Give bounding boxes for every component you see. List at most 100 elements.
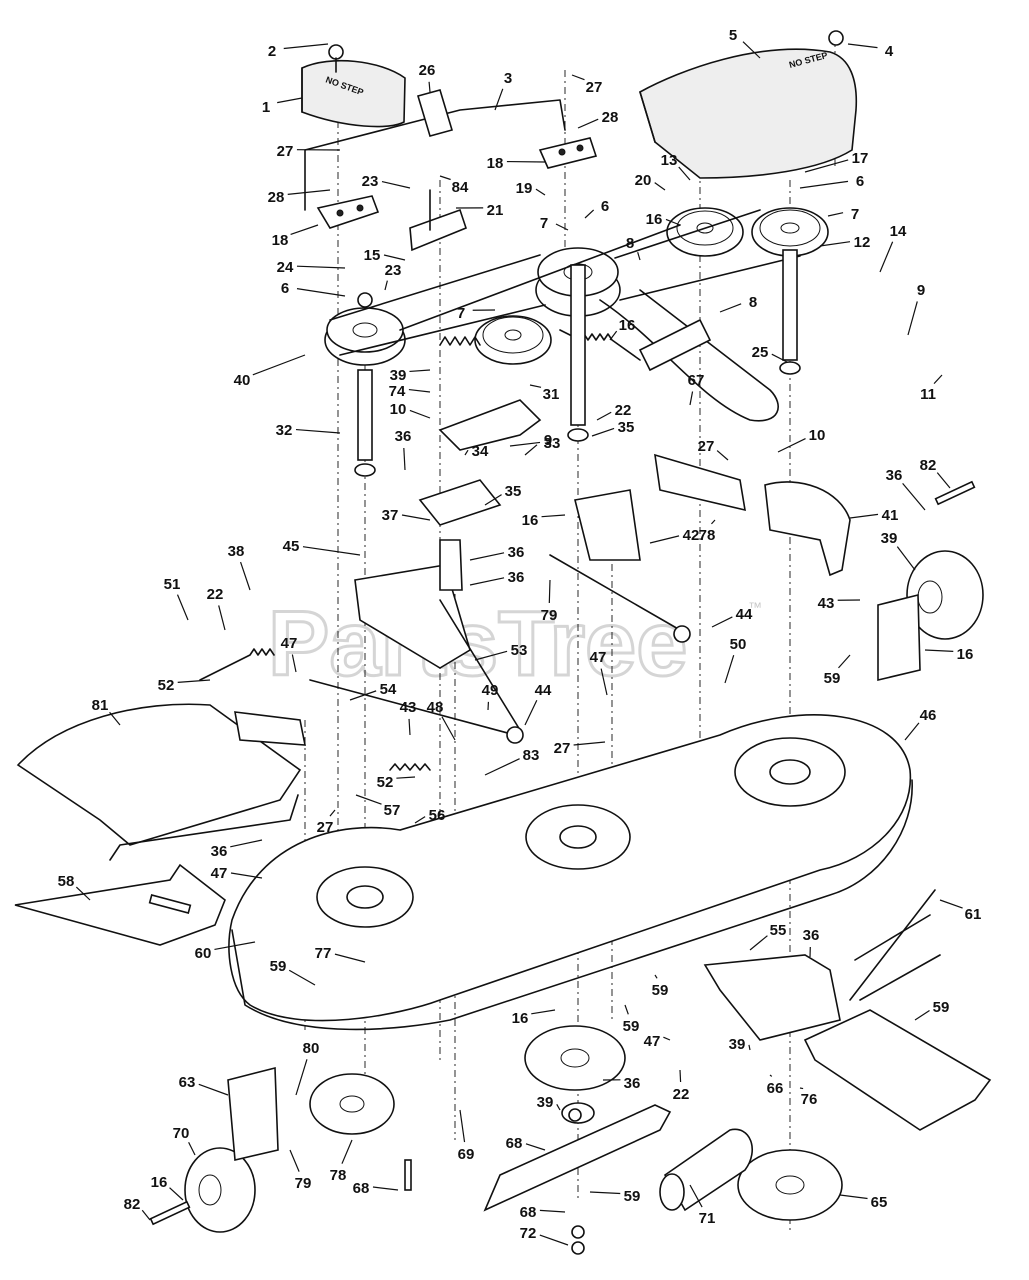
- callout-number: 74: [389, 383, 406, 400]
- callout-82: 82: [920, 457, 951, 489]
- callout-leader: [849, 513, 879, 519]
- callout-leader: [742, 41, 761, 59]
- callout-36: 36: [469, 544, 524, 561]
- callout-leader: [771, 353, 788, 363]
- callout-number: 47: [590, 649, 607, 666]
- callout-leader: [441, 716, 456, 741]
- callout-16: 16: [924, 646, 974, 663]
- callout-number: 3: [504, 70, 512, 87]
- callout-31: 31: [529, 384, 559, 403]
- callout-leader: [355, 794, 382, 805]
- cover-support-rod: [304, 89, 566, 211]
- callout-leader: [839, 1194, 868, 1200]
- callout-leader: [408, 388, 431, 393]
- adjustment-rods: [309, 554, 691, 744]
- callout-leader: [724, 655, 735, 684]
- callout-number: 11: [920, 386, 936, 403]
- callout-leader: [907, 301, 918, 336]
- callout-number: 53: [511, 642, 528, 659]
- callout-number: 23: [362, 173, 379, 190]
- callout-68: 68: [353, 1180, 399, 1197]
- callout-leader: [914, 1010, 930, 1021]
- callout-39: 39: [390, 367, 431, 384]
- callout-leader: [749, 935, 768, 951]
- callout-number: 59: [933, 999, 950, 1016]
- callout-35: 35: [591, 419, 634, 437]
- callout-57: 57: [355, 794, 401, 819]
- gauge-wheels: [184, 550, 984, 1233]
- callout-leader: [290, 224, 319, 235]
- callout-28: 28: [577, 109, 619, 129]
- callout-42: 42: [649, 527, 699, 544]
- callout-78: 78: [330, 1139, 353, 1184]
- callout-52: 52: [158, 677, 211, 694]
- callout-leader: [769, 1074, 773, 1077]
- callout-32: 32: [276, 422, 341, 439]
- callout-16: 16: [522, 512, 566, 529]
- callout-number: 7: [540, 215, 548, 232]
- callout-number: 68: [520, 1204, 537, 1221]
- callout-68: 68: [506, 1135, 546, 1152]
- callout-leader: [548, 579, 551, 604]
- callout-number: 69: [458, 1146, 475, 1163]
- callout-59: 59: [652, 974, 669, 999]
- callout-number: 9: [917, 282, 925, 299]
- callout-70: 70: [173, 1125, 196, 1156]
- callout-number: 60: [195, 945, 212, 962]
- callout-number: 36: [624, 1075, 641, 1092]
- callout-number: 16: [957, 646, 974, 663]
- callout-number: 39: [729, 1036, 746, 1053]
- callout-number: 49: [482, 682, 499, 699]
- callout-leader: [141, 1209, 151, 1221]
- callout-leader: [556, 1104, 561, 1111]
- callout-leader: [403, 447, 406, 471]
- callout-number: 66: [767, 1080, 784, 1097]
- callout-number: 10: [809, 427, 826, 444]
- left-belt-cover: NO STEP: [301, 44, 406, 128]
- callout-number: 28: [602, 109, 619, 126]
- cover-brackets: [316, 137, 598, 252]
- callout-number: 83: [523, 747, 540, 764]
- callout-leader: [719, 303, 742, 313]
- callout-56: 56: [414, 807, 446, 824]
- callout-43: 43: [818, 595, 861, 612]
- callout-leader: [218, 605, 226, 631]
- callout-number: 33: [544, 435, 561, 452]
- callout-10: 10: [390, 401, 431, 419]
- callout-leader: [939, 899, 963, 909]
- callout-9: 9: [907, 282, 925, 336]
- callout-77: 77: [315, 945, 366, 963]
- callout-number: 57: [384, 802, 401, 819]
- callout-16: 16: [609, 317, 635, 341]
- callout-82: 82: [124, 1196, 151, 1221]
- callout-number: 71: [699, 1210, 716, 1227]
- callout-leader: [904, 722, 920, 741]
- callout-number: 56: [429, 807, 446, 824]
- callout-leader: [414, 816, 426, 824]
- callout-58: 58: [58, 873, 91, 901]
- callout-leader: [879, 241, 894, 273]
- callout-number: 59: [652, 982, 669, 999]
- callout-number: 32: [276, 422, 293, 439]
- callout-65: 65: [839, 1194, 887, 1211]
- callout-number: 27: [277, 143, 294, 160]
- discharge-deflector: [16, 703, 306, 861]
- callout-number: 45: [283, 538, 300, 555]
- callout-number: 4: [885, 43, 894, 60]
- callout-leader: [384, 280, 388, 291]
- callout-number: 52: [377, 774, 394, 791]
- idler-arms: [354, 318, 851, 669]
- callout-number: 35: [505, 483, 522, 500]
- callout-80: 80: [295, 1040, 319, 1096]
- callout-leader: [329, 809, 336, 817]
- callout-leader: [484, 494, 502, 506]
- callout-47: 47: [644, 1033, 671, 1050]
- callout-number: 22: [207, 586, 224, 603]
- callout-66: 66: [767, 1074, 784, 1097]
- callout-35: 35: [484, 483, 522, 506]
- callout-36: 36: [886, 467, 926, 511]
- callout-number: 7: [457, 305, 465, 322]
- callout-78: 78: [699, 519, 716, 544]
- callout-leader: [109, 711, 121, 726]
- callout-leader: [230, 872, 263, 879]
